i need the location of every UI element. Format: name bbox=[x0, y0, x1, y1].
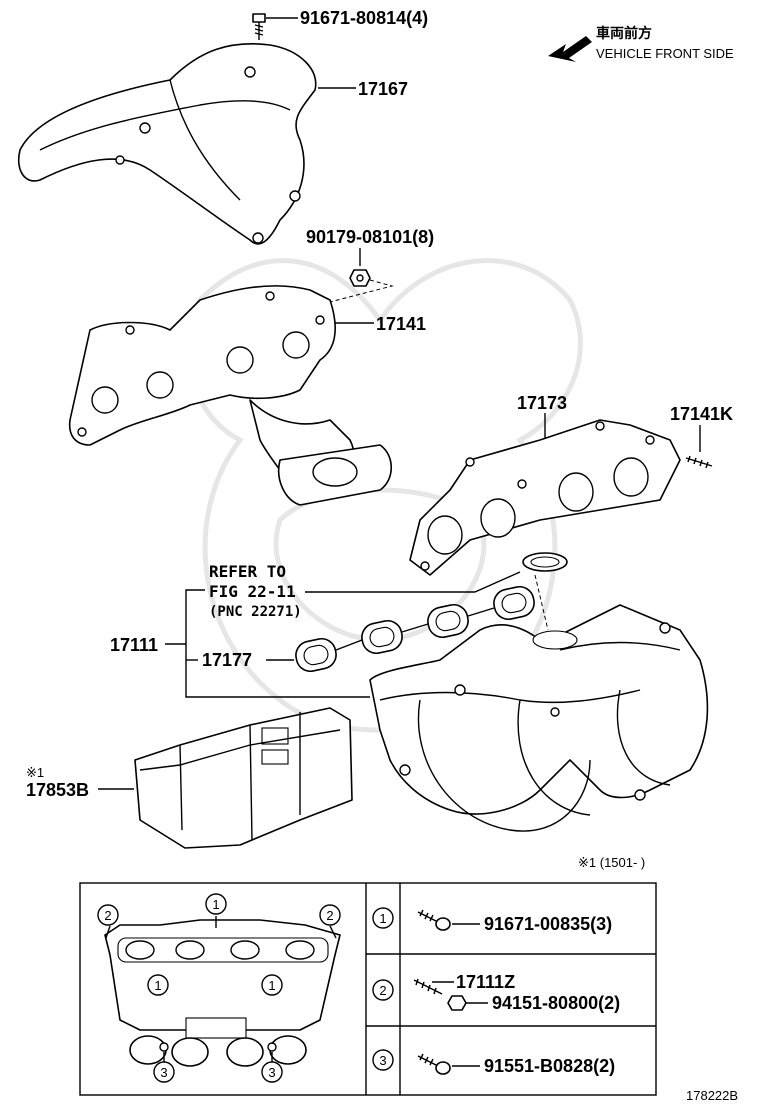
map-marker-1-left: 1 bbox=[147, 974, 169, 996]
bolt-icon bbox=[417, 909, 451, 931]
legend-row-3: 3 91551-B0828(2) bbox=[372, 1049, 615, 1076]
map-marker-3-right: 3 bbox=[261, 1061, 283, 1083]
flange-bolt-icon bbox=[417, 1053, 451, 1075]
intake-manifold-17111 bbox=[369, 604, 709, 832]
legend-part-91551-b0828: 91551-B0828(2) bbox=[484, 1056, 615, 1076]
callout-intake-manifold: 17111 bbox=[110, 635, 158, 655]
callout-bolt-top: 91671-80814(4) bbox=[300, 8, 428, 28]
map-marker-1-right: 1 bbox=[261, 974, 283, 996]
bolt-top-icon bbox=[252, 13, 266, 40]
callout-intake-gasket: 17177 bbox=[202, 650, 252, 670]
callout-engine-cover: 17853B bbox=[26, 780, 89, 800]
svg-text:2: 2 bbox=[104, 908, 111, 923]
callout-note-mark: ※1 bbox=[26, 765, 44, 780]
heat-insulator-17167 bbox=[18, 42, 317, 245]
callout-stud: 17141K bbox=[670, 404, 733, 424]
legend-marker-3: 3 bbox=[379, 1053, 386, 1068]
legend-row-1: 1 91671-00835(3) bbox=[372, 907, 612, 934]
svg-text:1: 1 bbox=[212, 897, 219, 912]
direction-label-jp: 車両前方 bbox=[596, 25, 652, 41]
engine-cover-17853b bbox=[134, 707, 353, 849]
footnote: ※1 (1501- ) bbox=[578, 855, 645, 870]
legend-part-91671-00835: 91671-00835(3) bbox=[484, 914, 612, 934]
callout-nut: 90179-08101(8) bbox=[306, 227, 434, 247]
figure-id: 178222B bbox=[686, 1088, 738, 1103]
vehicle-front-indicator: 車両前方 VEHICLE FRONT SIDE bbox=[548, 25, 734, 62]
map-marker-2-left: 2 bbox=[97, 904, 119, 926]
front-arrow-icon bbox=[548, 36, 592, 62]
legend-frame bbox=[79, 882, 657, 1096]
legend-marker-1: 1 bbox=[379, 911, 386, 926]
refer-note-line3: (PNC 22271) bbox=[209, 604, 302, 620]
refer-note-line1: REFER TO bbox=[209, 562, 286, 581]
exhaust-manifold-17141 bbox=[68, 285, 393, 506]
legend-marker-2: 2 bbox=[379, 983, 386, 998]
callout-exhaust-manifold: 17141 bbox=[376, 314, 426, 334]
svg-text:1: 1 bbox=[154, 978, 161, 993]
exhaust-gasket-17173 bbox=[409, 419, 681, 576]
map-marker-2-right: 2 bbox=[319, 904, 341, 926]
stud-icon-legend bbox=[413, 978, 443, 995]
map-marker-3-left: 3 bbox=[153, 1061, 175, 1083]
stud-icon bbox=[685, 455, 713, 469]
bolt-location-map bbox=[104, 916, 341, 1067]
legend-part-17111z: 17111Z bbox=[456, 972, 515, 992]
callout-heat-insulator: 17167 bbox=[358, 79, 408, 99]
map-marker-1-top: 1 bbox=[205, 893, 227, 915]
nut-icon-legend bbox=[447, 995, 467, 1011]
svg-text:3: 3 bbox=[268, 1065, 275, 1080]
svg-text:3: 3 bbox=[160, 1065, 167, 1080]
callout-gasket: 17173 bbox=[517, 393, 567, 413]
svg-text:2: 2 bbox=[326, 908, 333, 923]
legend-part-94151-80800: 94151-80800(2) bbox=[492, 993, 620, 1013]
intake-gasket-17177 bbox=[295, 552, 568, 673]
legend-row-2: 2 17111Z 94151-80800(2) bbox=[372, 972, 620, 1013]
direction-label-en: VEHICLE FRONT SIDE bbox=[596, 46, 734, 61]
refer-note-line2: FIG 22-11 bbox=[209, 582, 296, 601]
svg-text:1: 1 bbox=[268, 978, 275, 993]
